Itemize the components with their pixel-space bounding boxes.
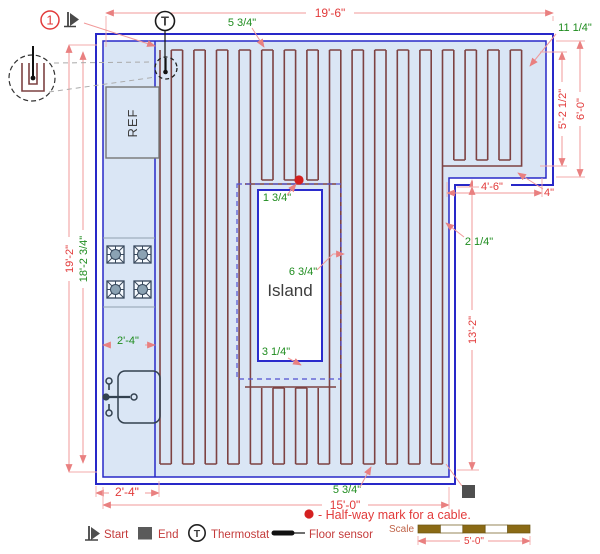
dim-wing-cable-height: 5'-2 1/2" xyxy=(557,89,569,129)
svg-text:T: T xyxy=(161,14,169,29)
dim-island-top-gap: 1 3/4" xyxy=(263,192,291,204)
legend-halfway-note: - Half-way mark for a cable. xyxy=(318,508,471,522)
scale-length-label: 5'-0" xyxy=(464,536,484,547)
legend-thermostat-label: Thermostat xyxy=(211,529,270,541)
thermostat-symbol: T xyxy=(154,10,176,58)
legend-start-label: Start xyxy=(104,529,129,541)
dim-top-cable-spacing: 5 3/4" xyxy=(228,17,256,29)
sink xyxy=(102,370,161,424)
dim-wing-height: 6'-0" xyxy=(575,98,587,120)
heating-cable xyxy=(159,49,523,465)
legend-end-label: End xyxy=(158,529,178,541)
halfway-legend-dot xyxy=(304,509,314,519)
refrigerator-label: REF xyxy=(125,109,140,138)
dim-right-cable-gap: 2 1/4" xyxy=(465,236,493,248)
island-label: Island xyxy=(267,281,312,300)
cable-end xyxy=(445,463,475,498)
island-clearance-dashed xyxy=(236,183,342,380)
dim-island-side-gap: 6 3/4" xyxy=(289,266,317,278)
faucet-icon xyxy=(102,393,110,401)
svg-text:T: T xyxy=(194,528,201,540)
legend-floor-sensor-label: Floor sensor xyxy=(309,529,373,541)
stove xyxy=(103,237,155,308)
thermostat-legend-icon: T xyxy=(188,523,207,542)
kitchen-fixtures: REF xyxy=(102,86,161,424)
start-legend-icon xyxy=(85,526,100,541)
burner-icon xyxy=(133,245,152,264)
dimensions: 19'-6" 5 3/4" 11 1/4" 5'-2 1/2" 6'-0" 4'… xyxy=(62,6,598,512)
dim-top-right-gap: 11 1/4" xyxy=(558,22,592,34)
island-group: Island xyxy=(236,175,342,380)
detail-callout-number: 1 xyxy=(46,13,53,28)
dim-counter-width: 2'-4" xyxy=(117,335,139,347)
burner-icon xyxy=(106,280,125,299)
refrigerator xyxy=(105,86,160,159)
dim-top-width: 19'-6" xyxy=(315,6,346,20)
halfway-mark-dot xyxy=(294,175,304,185)
dim-lower-right-height: 13'-2" xyxy=(467,316,479,344)
burner-icon xyxy=(106,245,125,264)
start-flag-icon xyxy=(64,12,79,28)
dim-wall-offset: 4" xyxy=(544,187,554,199)
inner-wall xyxy=(102,40,547,478)
dim-counter-width-bottom: 2'-4" xyxy=(115,485,139,499)
scale-bar: Scale 5'-0" xyxy=(389,524,531,547)
burner-icon xyxy=(133,280,152,299)
dim-cable-area-height: 18'-2 3/4" xyxy=(78,236,90,282)
end-legend-icon xyxy=(138,527,152,540)
end-marker-icon xyxy=(462,485,475,498)
heating-cable-path xyxy=(159,49,523,465)
detail-view-circle xyxy=(8,46,56,102)
scale-label: Scale xyxy=(389,524,414,535)
dim-bottom-cable-gap: 5 3/4" xyxy=(333,484,361,496)
callouts: 1 T xyxy=(8,10,178,102)
room-walls xyxy=(95,33,554,485)
floor-sensor-location xyxy=(154,56,178,80)
dim-notch-width: 4'-6" xyxy=(481,181,503,193)
dim-bottom-width: 15'-0" xyxy=(330,498,361,512)
dim-room-height: 19'-2" xyxy=(64,245,76,273)
dim-island-bottom-gap: 3 1/4" xyxy=(262,346,290,358)
outer-wall xyxy=(95,33,554,485)
legend: Start End T Thermostat Floor sensor - Ha… xyxy=(85,508,471,542)
detail-callout-circle xyxy=(40,10,60,30)
island-outline xyxy=(257,189,323,362)
